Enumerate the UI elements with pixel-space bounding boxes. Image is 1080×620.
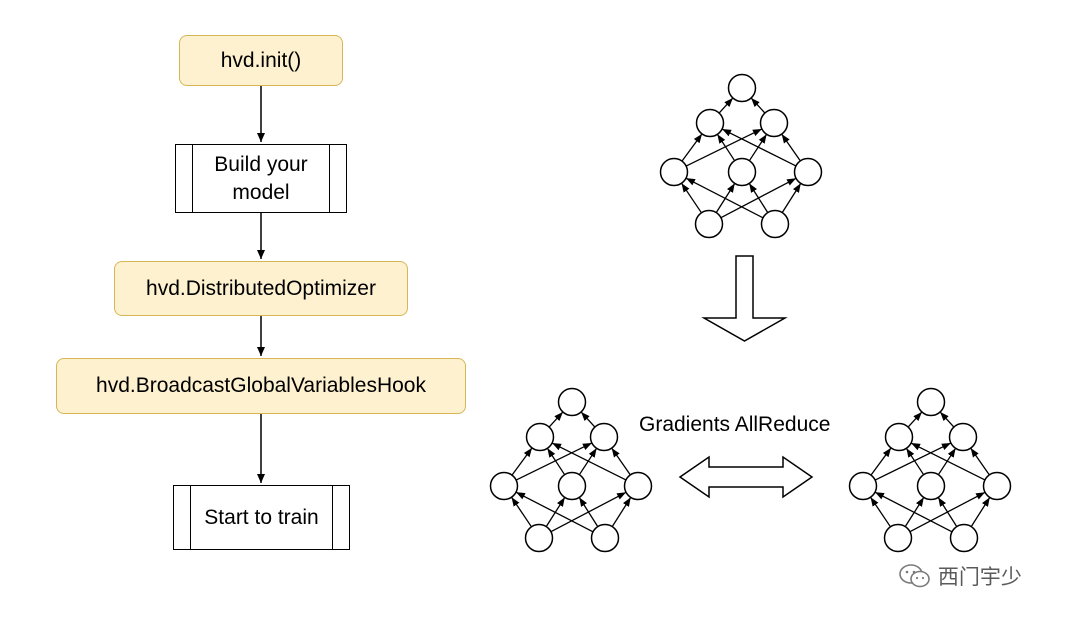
network-node — [916, 387, 946, 417]
allreduce-label: Gradients AllReduce — [639, 413, 831, 436]
network-node — [489, 471, 519, 501]
network-edge — [721, 128, 797, 167]
build-model-label: Build your model — [214, 152, 308, 204]
network-node — [883, 523, 913, 553]
network-edge — [685, 177, 764, 219]
watermark-text: 西门宇少 — [937, 566, 1022, 589]
network-node — [727, 73, 757, 103]
network-edge — [907, 411, 923, 428]
network-node — [793, 157, 823, 187]
network-edge — [970, 447, 990, 476]
network-edge — [718, 97, 734, 114]
start-train-node: Start to train — [173, 485, 350, 550]
network-node — [589, 422, 619, 452]
network-edge — [580, 411, 596, 428]
build-model-node: Build your model — [175, 144, 347, 213]
network-edge — [750, 97, 766, 114]
network-edge — [905, 447, 925, 476]
broadcast-hook-label: hvd.BroadcastGlobalVariablesHook — [96, 374, 426, 397]
network-edge — [510, 496, 533, 528]
network-node — [659, 157, 689, 187]
network-edge — [611, 447, 631, 476]
network-node — [557, 471, 587, 501]
network-node — [949, 523, 979, 553]
network-edge — [546, 447, 566, 476]
start-train-label: Start to train — [204, 505, 319, 529]
network-edge — [870, 447, 892, 476]
network-edge — [515, 491, 594, 533]
network-worker-right — [848, 387, 1012, 553]
network-node — [760, 209, 790, 239]
network-node — [525, 422, 555, 452]
network-edge — [716, 133, 736, 162]
network-node — [694, 209, 724, 239]
network-node — [695, 108, 725, 138]
network-edge — [939, 411, 955, 428]
hvd-init-node: hvd.init() — [179, 35, 343, 86]
network-node — [848, 471, 878, 501]
network-edge — [937, 497, 958, 527]
network-node — [524, 523, 554, 553]
network-node — [759, 108, 789, 138]
network-edge — [781, 183, 802, 213]
network-edge — [869, 496, 892, 528]
network-edge — [970, 497, 991, 527]
network-edge — [781, 133, 801, 162]
bidirectional-hollow-arrow — [678, 455, 814, 499]
network-edge — [611, 497, 632, 527]
down-hollow-arrow — [701, 255, 788, 342]
network-edge — [578, 497, 599, 527]
watermark: 西门宇少 — [898, 561, 1022, 591]
network-edge — [874, 491, 953, 533]
network-node — [557, 387, 587, 417]
network-single — [659, 73, 823, 239]
hvd-init-label: hvd.init() — [220, 48, 302, 72]
broadcast-hook-node: hvd.BroadcastGlobalVariablesHook — [56, 358, 466, 414]
network-edge — [681, 133, 703, 162]
network-edge — [748, 183, 769, 213]
network-node — [948, 422, 978, 452]
wechat-icon — [899, 564, 930, 588]
network-edge — [511, 447, 533, 476]
network-edge — [548, 411, 564, 428]
network-edge — [874, 442, 952, 481]
network-edge — [515, 442, 593, 481]
network-node — [590, 523, 620, 553]
network-node — [916, 471, 946, 501]
network-edge — [551, 442, 627, 481]
network-edge — [680, 182, 703, 214]
network-node — [884, 422, 914, 452]
network-node — [727, 157, 757, 187]
network-node — [982, 471, 1012, 501]
distributed-optimizer-label: hvd.DistributedOptimizer — [146, 276, 376, 300]
distributed-optimizer-node: hvd.DistributedOptimizer — [114, 261, 408, 316]
network-edge — [685, 128, 763, 167]
network-worker-left — [489, 387, 653, 553]
network-edge — [910, 442, 986, 481]
network-node — [623, 471, 653, 501]
